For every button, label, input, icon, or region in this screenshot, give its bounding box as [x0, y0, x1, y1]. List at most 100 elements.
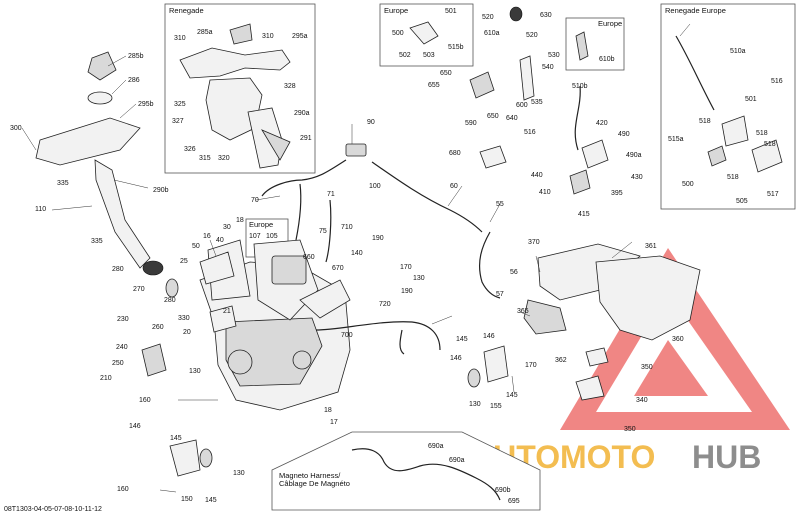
- callout-515b: 515b: [448, 44, 464, 51]
- callout-140: 140: [351, 250, 363, 257]
- callout-695: 695: [508, 498, 520, 505]
- callout-430: 430: [631, 174, 643, 181]
- callout-670: 670: [332, 265, 344, 272]
- callout-501b: 501: [745, 96, 757, 103]
- throttle-bracket: [141, 251, 237, 377]
- callout-518c: 518: [764, 141, 776, 148]
- callout-60: 60: [450, 183, 458, 190]
- leader-lines: [21, 23, 691, 325]
- callout-270: 270: [133, 286, 145, 293]
- callout-500: 500: [392, 30, 404, 37]
- callout-150: 150: [181, 496, 193, 503]
- callout-415: 415: [578, 211, 590, 218]
- callout-310b: 310: [262, 33, 274, 40]
- callout-130a: 130: [413, 275, 425, 282]
- callout-517: 517: [767, 191, 779, 198]
- callout-21: 21: [223, 308, 231, 315]
- callout-290a: 290a: [294, 110, 310, 117]
- callout-630: 630: [540, 12, 552, 19]
- callout-290b: 290b: [153, 187, 169, 194]
- callout-291: 291: [300, 135, 312, 142]
- callout-170a: 170: [400, 264, 412, 271]
- callout-315: 315: [199, 155, 211, 162]
- callout-510b: 510b: [572, 83, 588, 90]
- callout-650a: 650: [440, 70, 452, 77]
- callout-340: 340: [636, 397, 648, 404]
- callout-330: 330: [178, 315, 190, 322]
- fasteners: [159, 255, 541, 493]
- callout-518a: 518: [699, 118, 711, 125]
- callout-700: 700: [341, 332, 353, 339]
- throttle-cable: [371, 85, 581, 299]
- callout-170b: 170: [525, 362, 537, 369]
- callout-240: 240: [116, 344, 128, 351]
- callout-327: 327: [172, 118, 184, 125]
- diagram-code: 08T1303-04-05-07-08-10-11-12: [4, 506, 102, 513]
- callout-690a: 690a: [428, 443, 444, 450]
- inset-europe-small-title: Europe: [598, 19, 622, 28]
- callout-75: 75: [319, 228, 327, 235]
- callout-520a: 520: [482, 14, 494, 21]
- callout-107: 107: [249, 233, 261, 240]
- watermark: AUTO MOTO HUB: [470, 248, 790, 475]
- callout-535: 535: [531, 99, 543, 106]
- callout-70: 70: [251, 197, 259, 204]
- renegade-inset-parts: [179, 23, 291, 169]
- callout-518b: 518: [756, 130, 768, 137]
- inset-magneto: Magneto Harness/ Câblage De Magnéto: [271, 431, 541, 511]
- renegade-europe-inset-parts: [675, 35, 783, 173]
- callout-650b: 650: [487, 113, 499, 120]
- wiring-harness: [261, 143, 441, 355]
- magneto-harness: [351, 448, 501, 501]
- callout-410: 410: [539, 189, 551, 196]
- callout-690b: 690b: [495, 487, 511, 494]
- callout-130d: 130: [233, 470, 245, 477]
- callout-610b: 610b: [599, 56, 615, 63]
- callout-360: 360: [672, 336, 684, 343]
- callout-190a: 190: [372, 235, 384, 242]
- callout-490: 490: [618, 131, 630, 138]
- callout-labels: 285b 286 295b 300 310 285a 310 295a 325 …: [10, 8, 783, 505]
- callout-300: 300: [10, 125, 22, 132]
- callout-310a: 310: [174, 35, 186, 42]
- callout-285b: 285b: [128, 53, 144, 60]
- callout-502: 502: [399, 52, 411, 59]
- callout-500b: 500: [682, 181, 694, 188]
- callout-110: 110: [35, 206, 46, 213]
- callout-600: 600: [516, 102, 528, 109]
- callout-335b: 335: [91, 238, 103, 245]
- callout-190b: 190: [401, 288, 413, 295]
- inset-magneto-title-line2: Câblage De Magnéto: [279, 479, 350, 488]
- callout-680: 680: [449, 150, 461, 157]
- callout-146b: 146: [450, 355, 462, 362]
- callout-130c: 130: [469, 401, 481, 408]
- callout-325: 325: [174, 101, 186, 108]
- callout-210: 210: [100, 375, 112, 382]
- callout-280b: 280: [164, 297, 176, 304]
- callout-71: 71: [327, 191, 335, 198]
- callout-18b: 18: [324, 407, 332, 414]
- callout-328: 328: [284, 83, 296, 90]
- callout-420: 420: [596, 120, 608, 127]
- callout-57: 57: [496, 291, 504, 298]
- inset-renegade-europe: Renegade Europe: [660, 3, 796, 210]
- callout-516b: 516: [771, 78, 783, 85]
- callout-295b: 295b: [138, 101, 154, 108]
- callout-20: 20: [183, 329, 191, 336]
- callout-505: 505: [736, 198, 748, 205]
- callout-540: 540: [542, 64, 554, 71]
- callout-590: 590: [465, 120, 477, 127]
- inset-europe-mid-title: Europe: [249, 220, 273, 229]
- callout-30: 30: [223, 224, 231, 231]
- callout-260: 260: [152, 324, 164, 331]
- callout-250: 250: [112, 360, 124, 367]
- callout-690a-2: 690a: [449, 457, 465, 464]
- callout-100: 100: [369, 183, 381, 190]
- callout-515a: 515a: [668, 136, 684, 143]
- callout-610a: 610a: [484, 30, 500, 37]
- callout-286: 286: [128, 77, 140, 84]
- callout-440: 440: [531, 172, 543, 179]
- callout-660: 660: [303, 254, 315, 261]
- inset-europe-small: Europe: [565, 17, 625, 71]
